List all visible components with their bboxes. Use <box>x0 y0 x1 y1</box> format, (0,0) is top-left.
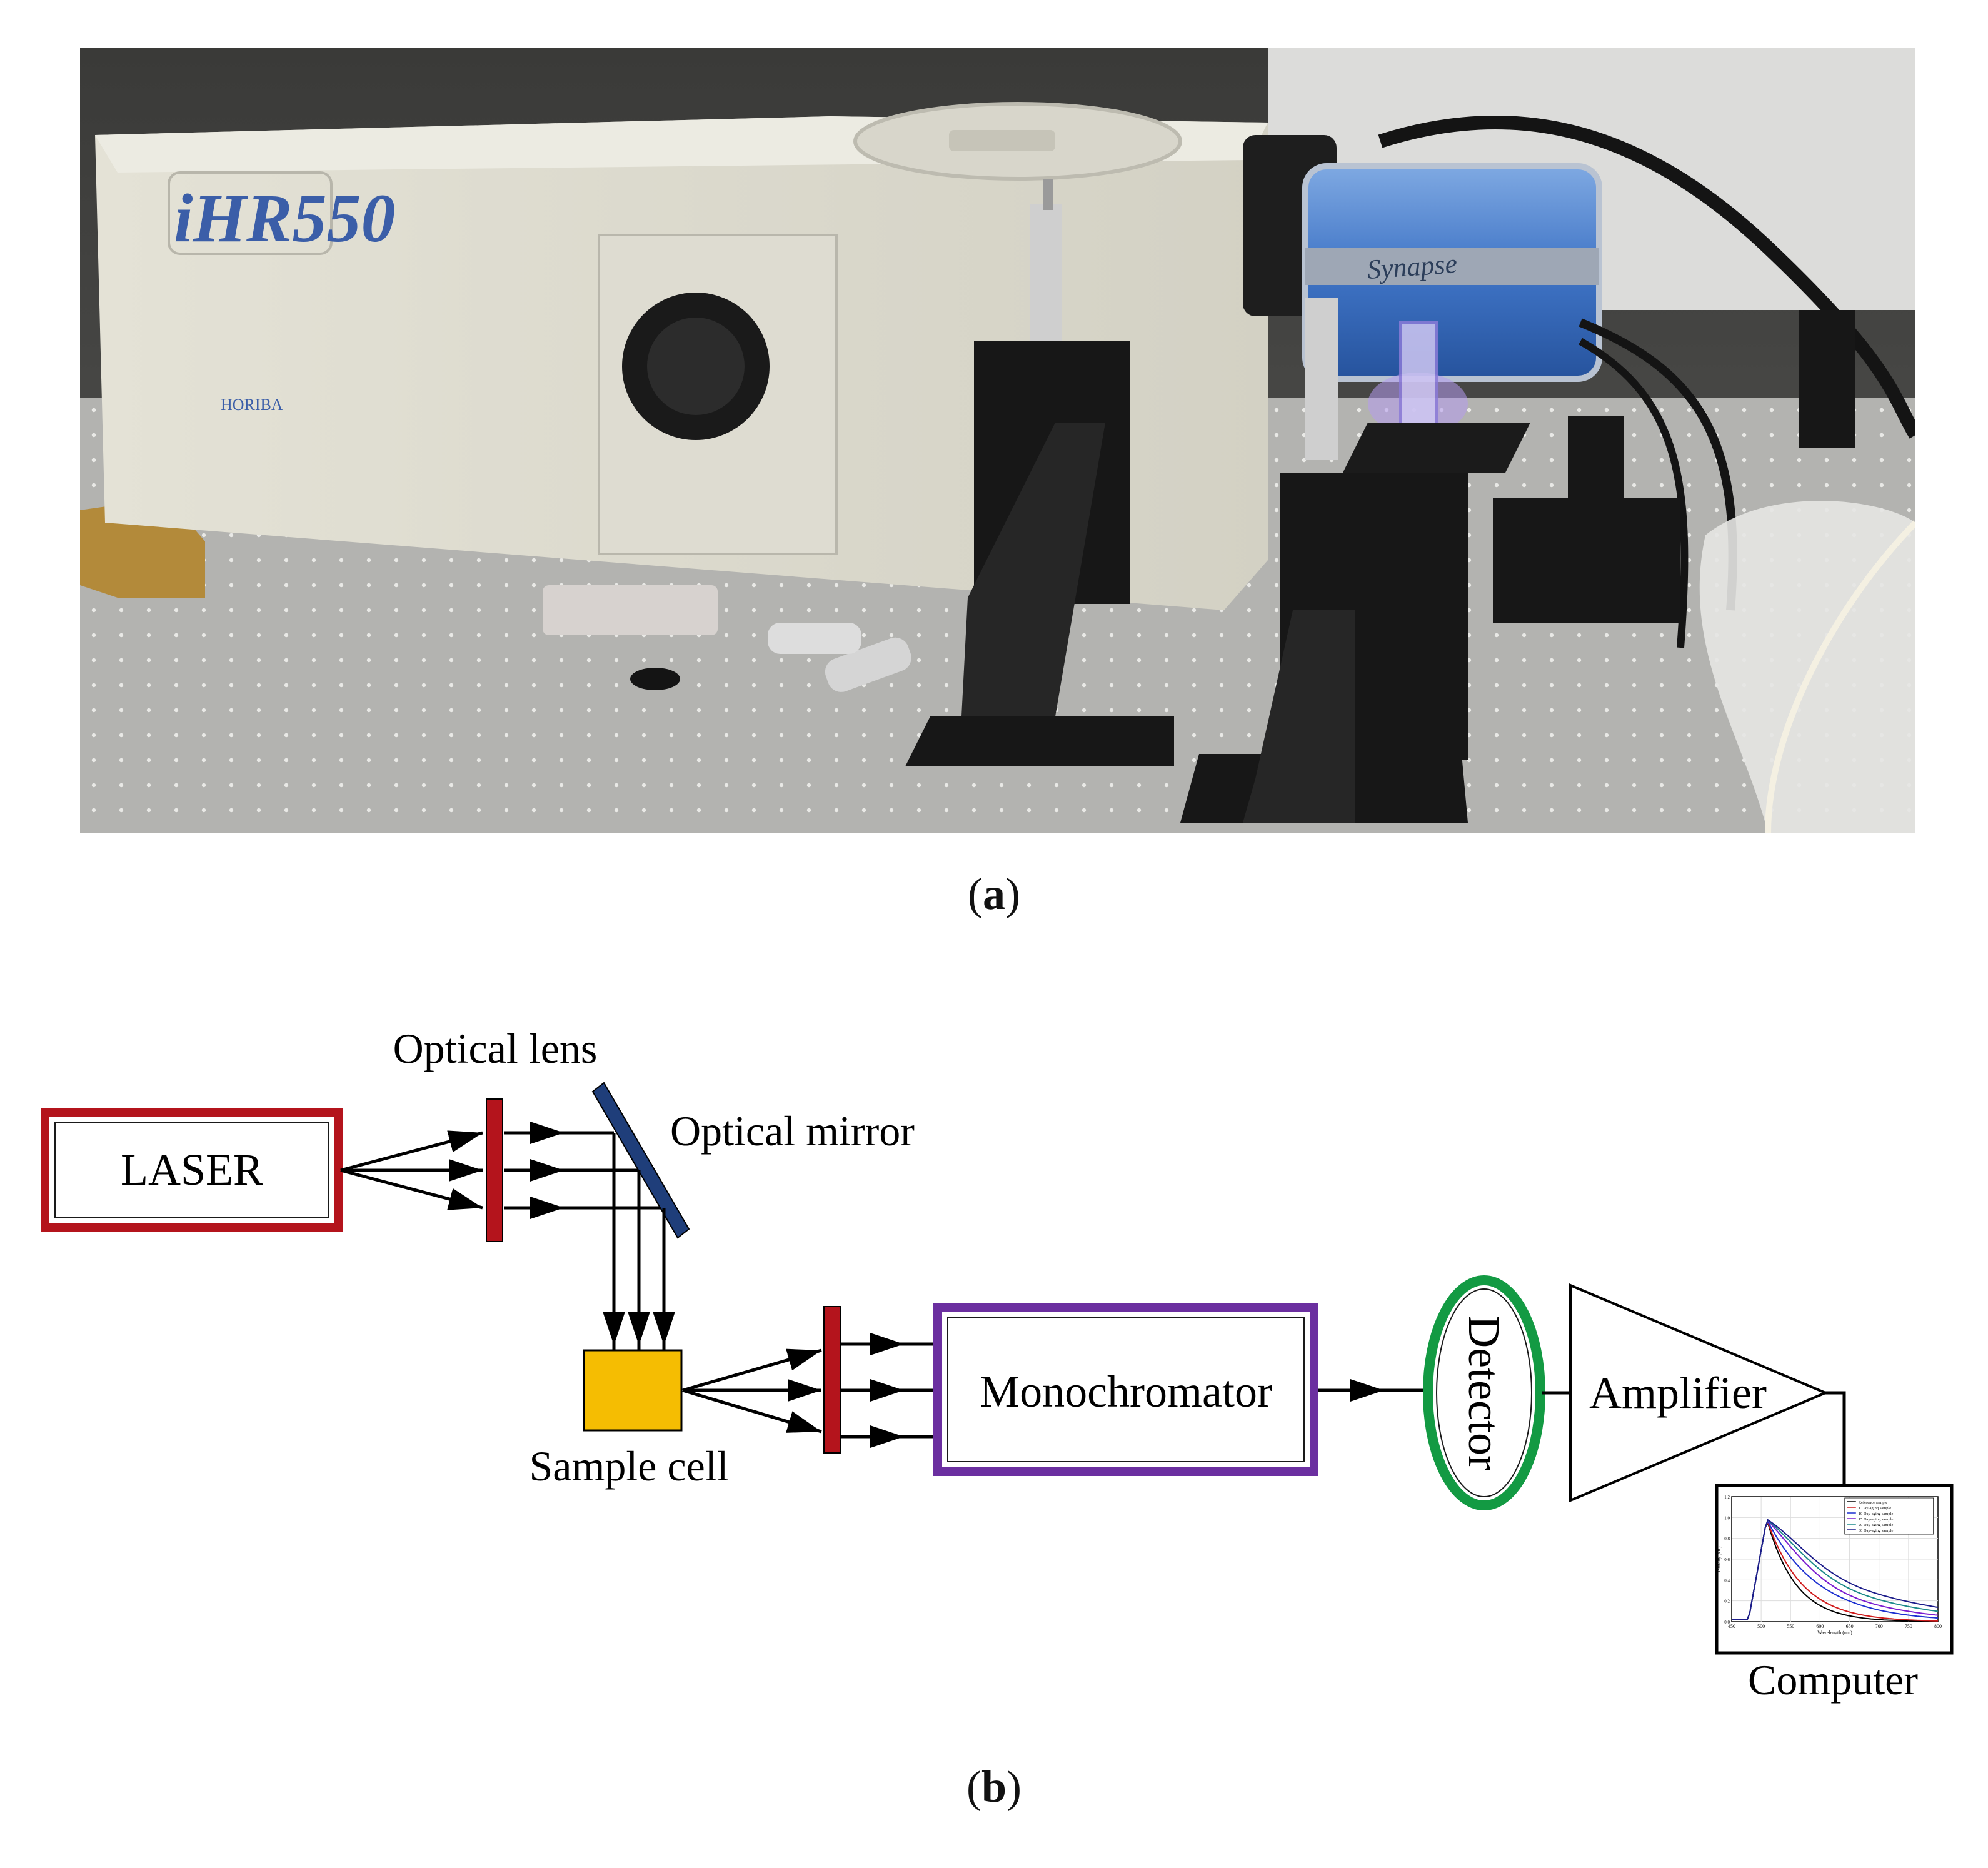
lens-cap <box>630 668 680 690</box>
micrometer-part <box>768 623 861 654</box>
computer-label: Computer <box>1748 1656 1918 1704</box>
thumb-x-tick-label: 600 <box>1816 1624 1824 1629</box>
thumb-x-tick-label: 450 <box>1728 1624 1735 1629</box>
thumb-y-axis-label: Intensity (a.u.) <box>1717 1546 1722 1572</box>
optical-lens-2 <box>823 1306 841 1454</box>
spectrum-thumbnail: 450 500 550 600 650 700 750 800 0.0 0.2 0.4 0.6 0.8 1… <box>1717 1495 1942 1635</box>
sample-cuvette <box>1343 321 1530 473</box>
sample-cell <box>583 1349 683 1432</box>
thumb-x-tick-label: 500 <box>1757 1624 1765 1629</box>
thumb-y-tick-label: 0.2 <box>1724 1599 1730 1604</box>
thumb-x-tick-label: 700 <box>1875 1624 1883 1629</box>
optical-mirror-label: Optical mirror <box>670 1107 915 1155</box>
lens-case <box>543 585 718 635</box>
amplifier-triangle: Amplifier <box>1569 1283 1829 1503</box>
laser-label: LASER <box>121 1145 263 1195</box>
thumb-legend-label: 30 Day-aging sample <box>1859 1529 1894 1533</box>
thumb-y-tick-label: 1.2 <box>1724 1495 1730 1500</box>
thumb-y-tick-label: 0.4 <box>1724 1578 1730 1583</box>
optical-lens-1 <box>486 1098 503 1242</box>
panel-label-a: (a) <box>968 869 1020 919</box>
thumb-legend-label: 10 Day-aging sample <box>1859 1512 1894 1516</box>
translation-stage-left <box>825 179 1174 766</box>
panel-label-b: (b) <box>966 1762 1022 1812</box>
instrument-brand-logo: iHR550 <box>174 180 396 256</box>
thumb-legend-label: Reference sample <box>1859 1500 1887 1505</box>
thumb-series-line <box>1732 1519 1939 1620</box>
detector-label: Detector <box>1459 1315 1509 1470</box>
amplifier-to-computer-line <box>1825 1391 1846 1485</box>
thumb-y-tick-label: 0.0 <box>1724 1620 1730 1625</box>
thumb-x-tick-label: 550 <box>1787 1624 1794 1629</box>
thumb-x-tick-label: 800 <box>1934 1624 1942 1629</box>
computer-screen: 450 500 550 600 650 700 750 800 0.0 0.2 0.4 0.6 0.8 1… <box>1715 1484 1954 1655</box>
thumb-legend-frame <box>1844 1497 1934 1535</box>
thumb-x-tick-label: 750 <box>1905 1624 1912 1629</box>
sample-to-lens-beams <box>682 1348 822 1434</box>
thumb-y-tick-label: 1.0 <box>1724 1515 1730 1520</box>
detector-ellipse: Detector <box>1423 1275 1545 1510</box>
lens-to-monochromator-beams <box>841 1333 938 1448</box>
thumb-legend-label: 20 Day-aging sample <box>1859 1523 1894 1527</box>
optical-lens-label: Optical lens <box>393 1025 598 1072</box>
setup-photo: iHR550 HORIBA Synapse <box>80 48 1915 833</box>
thumb-x-tick-label: 650 <box>1846 1624 1854 1629</box>
laser-beams <box>340 1130 483 1210</box>
thumb-x-axis-label: Wavelength (nm) <box>1817 1630 1852 1635</box>
monochromator-label: Monochromator <box>980 1367 1272 1417</box>
thumb-y-tick-label: 0.6 <box>1724 1557 1730 1562</box>
detector-camera: Synapse <box>1243 115 1915 648</box>
detector-brand-logo: Synapse <box>1366 248 1458 285</box>
optical-mirror <box>591 1082 690 1239</box>
monochromator-box: Monochromator <box>933 1303 1318 1476</box>
thumb-y-tick-label: 0.8 <box>1724 1537 1730 1542</box>
mirror-to-sample-beams <box>603 1133 675 1350</box>
setup-schematic: LASER Optical lens Optical mirror <box>41 1025 1954 1704</box>
translation-stage-right <box>1180 298 1855 823</box>
instrument-maker-logo: HORIBA <box>221 396 283 414</box>
thumb-legend-label: 15 Day-aging sample <box>1859 1517 1894 1522</box>
laser-box: LASER <box>41 1108 343 1232</box>
sample-cell-label: Sample cell <box>529 1442 728 1490</box>
thumb-legend-label: 1 Day-aging sample <box>1859 1506 1891 1510</box>
amplifier-label: Amplifier <box>1589 1368 1767 1418</box>
